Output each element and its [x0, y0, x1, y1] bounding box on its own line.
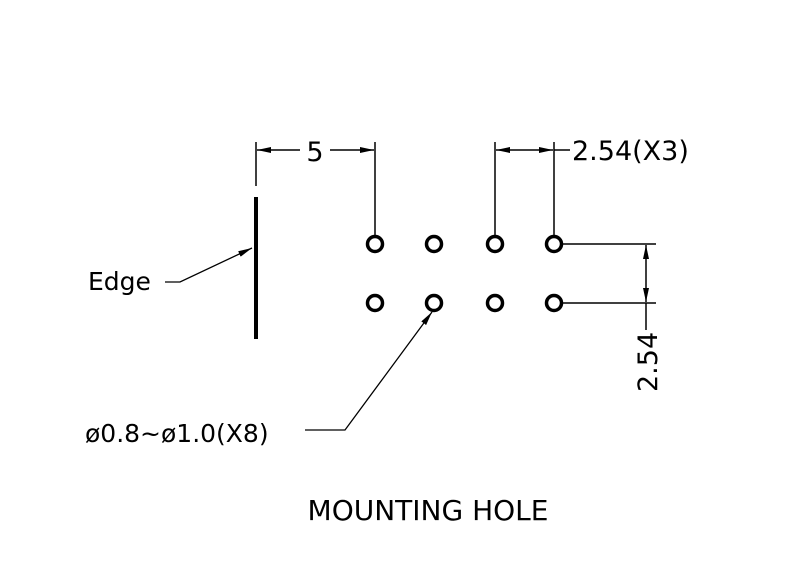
edge-distance-dimension: [255, 142, 376, 236]
vertical-pitch-dimension: [562, 243, 656, 330]
hole: [365, 234, 385, 254]
edge-label: Edge: [88, 267, 151, 296]
hole: [544, 293, 564, 313]
hole: [485, 293, 505, 313]
hole: [544, 234, 564, 254]
hole: [365, 293, 385, 313]
hole-grid: [365, 234, 564, 313]
hole-diameter-label: ø0.8~ø1.0(X8): [85, 419, 269, 448]
hole: [424, 234, 444, 254]
edge-distance-label: 5: [306, 137, 323, 168]
vertical-pitch-label: 2.54: [633, 332, 664, 392]
drawing-title: MOUNTING HOLE: [308, 494, 549, 527]
hole: [485, 234, 505, 254]
edge-leader: [165, 247, 253, 283]
hole: [424, 293, 444, 313]
horizontal-pitch-dimension: [494, 142, 570, 236]
hole-diameter-leader: [305, 311, 433, 431]
horizontal-pitch-label: 2.54(X3): [572, 136, 689, 167]
